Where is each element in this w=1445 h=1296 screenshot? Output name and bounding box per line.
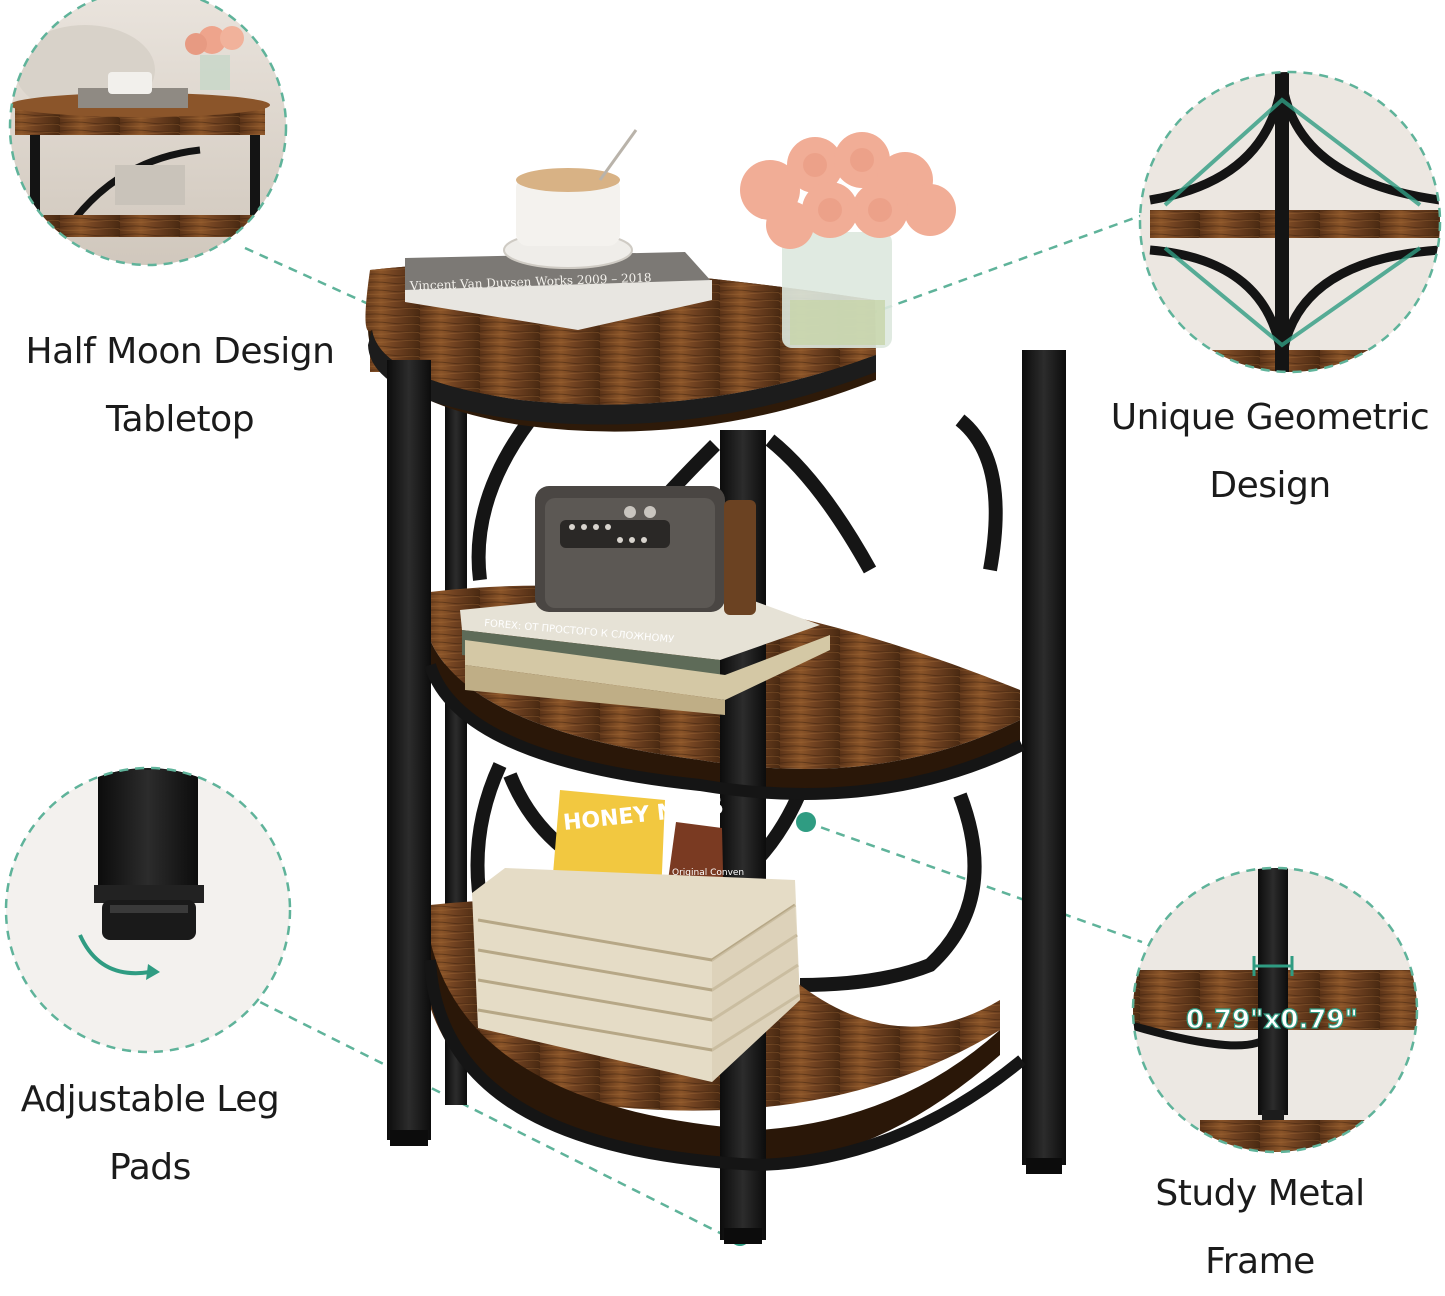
coffee-bag-text: Original Conven [672, 868, 744, 878]
detail-circle-geometric [1138, 70, 1442, 374]
callout-half-moon-line1: Half Moon Design [25, 331, 335, 372]
callout-half-moon-tabletop: Half Moon Design Tabletop [0, 318, 360, 454]
detail-circle-tabletop [8, 0, 288, 267]
detail-circle-leg-pad [4, 766, 292, 1054]
callout-geometric-design: Unique Geometric Design [1085, 384, 1445, 520]
bottom-shelf-props: HONEY NUTS Original Conven [472, 790, 800, 1082]
callout-leg-pads-line2: Pads [109, 1147, 191, 1188]
tabletop-props: Vincent Van Duysen Works 2009 – 2018 [405, 129, 956, 348]
frame-dimension-text: 0.79"x0.79" [1186, 1005, 1358, 1035]
callout-geometric-line1: Unique Geometric [1110, 397, 1430, 438]
callout-frame-line2: Frame [1205, 1241, 1315, 1282]
detail-circle-frame: 0.79"x0.79" [1131, 866, 1419, 1154]
callout-geometric-line2: Design [1209, 465, 1331, 506]
callout-leg-pads: Adjustable Leg Pads [0, 1066, 300, 1202]
callout-leg-pads-line1: Adjustable Leg [20, 1079, 280, 1120]
middle-shelf-props: FOREX: ОТ ПРОСТОГО К СЛОЖНОМУ [460, 486, 830, 715]
end-table [365, 264, 1066, 1244]
front-right-leg [1022, 350, 1066, 1165]
callout-frame-line1: Study Metal [1155, 1173, 1365, 1214]
front-left-leg [387, 360, 431, 1140]
callout-half-moon-line2: Tabletop [105, 399, 255, 440]
callout-metal-frame: Study Metal Frame [1120, 1160, 1400, 1296]
